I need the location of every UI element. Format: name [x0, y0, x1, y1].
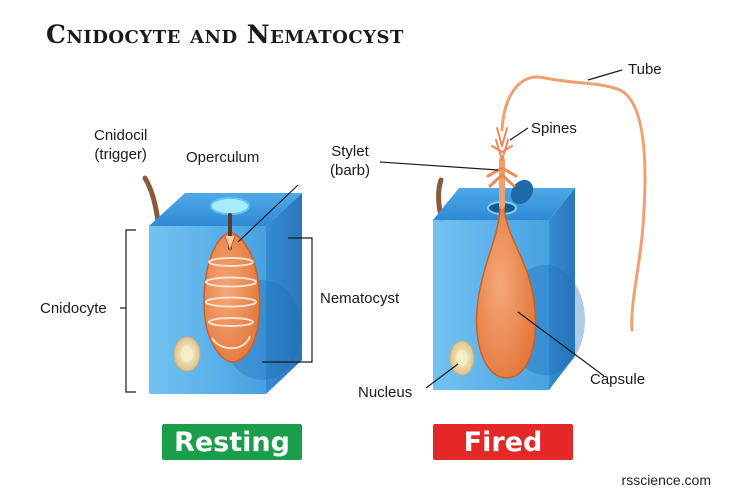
- site-credit: rsscience.com: [621, 472, 711, 488]
- label-stylet-sub: (barb): [330, 162, 371, 179]
- label-spines: Spines: [531, 120, 577, 137]
- coiled-tube: [205, 257, 257, 350]
- label-stylet: Stylet (barb): [330, 142, 370, 180]
- fired-cell: [433, 75, 647, 390]
- resting-cell: [142, 175, 302, 394]
- fired-state-label: Fired: [433, 424, 573, 460]
- label-stylet-main: Stylet: [331, 143, 369, 160]
- everted-tube: [500, 75, 647, 332]
- cnidocil-resting: [142, 175, 161, 225]
- spines: [491, 127, 513, 161]
- label-operculum: Operculum: [186, 149, 260, 166]
- label-cnidocil-sub: (trigger): [94, 146, 147, 163]
- label-cnidocyte: Cnidocyte: [40, 300, 107, 317]
- operculum-open: [510, 179, 534, 205]
- leader-lines: [120, 69, 623, 393]
- diagram-title: Cnidocyte and Nematocyst: [46, 20, 404, 49]
- resting-state-label: Resting: [162, 424, 302, 460]
- cnidocyte-bracket: [125, 229, 136, 393]
- cell-side-face: [266, 193, 302, 394]
- label-nucleus: Nucleus: [358, 384, 413, 401]
- label-capsule: Capsule: [590, 371, 646, 388]
- fired-capsule: [475, 207, 537, 379]
- operculum: [210, 197, 250, 215]
- label-cnidocil: Cnidocil (trigger): [94, 126, 147, 164]
- label-tube: Tube: [628, 61, 662, 78]
- label-cnidocil-main: Cnidocil: [94, 127, 148, 144]
- nematocyst-bracket: [262, 237, 313, 363]
- stylet-barbs: [486, 166, 518, 188]
- label-nematocyst: Nematocyst: [320, 290, 400, 307]
